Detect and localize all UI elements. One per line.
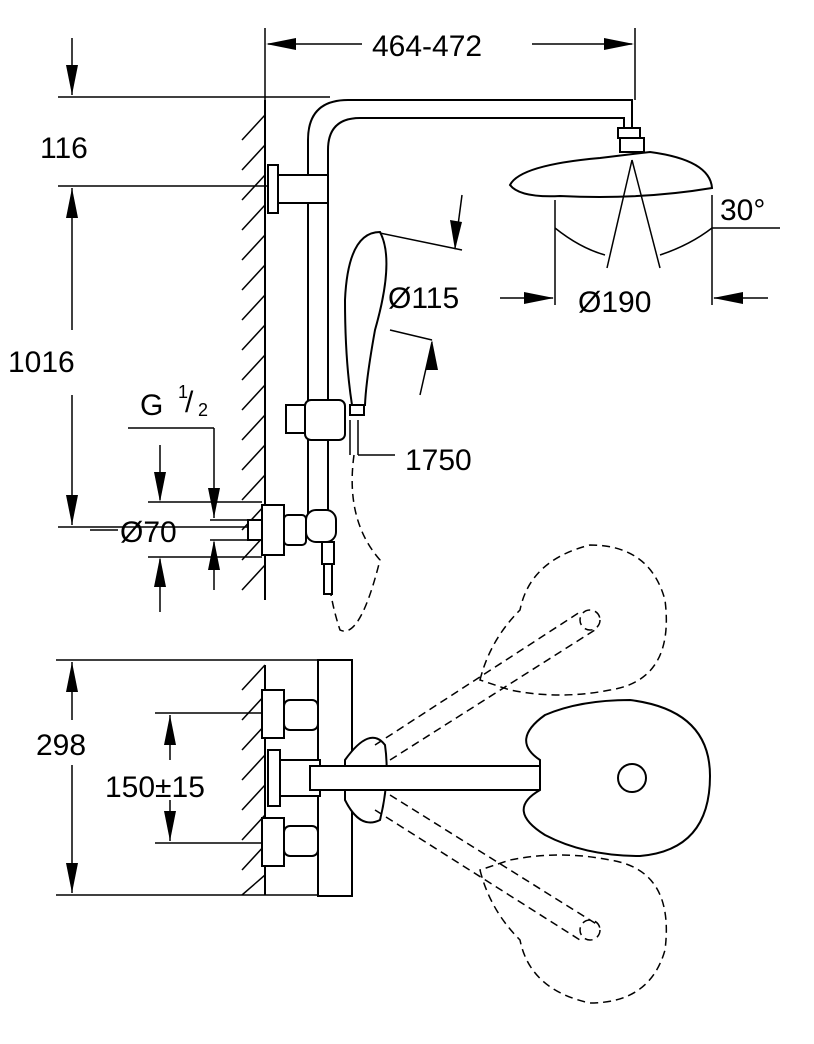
label-escutcheon: Ø70: [120, 516, 177, 549]
label-thread: G: [140, 389, 163, 422]
label-centers: 150±15: [105, 771, 205, 804]
dim-116: 116: [40, 38, 330, 165]
dim-1016: 1016: [8, 185, 272, 528]
thread-slash: /: [185, 386, 194, 419]
head-shower: 30° Ø190: [500, 150, 780, 319]
plan-view: 298 150±15: [36, 544, 712, 1004]
label-head-diameter: Ø190: [578, 286, 651, 319]
shower-rail: [267, 99, 645, 520]
label-thread-den: 2: [198, 400, 208, 420]
label-1016: 1016: [8, 346, 75, 379]
hand-shower: Ø115 1750: [327, 194, 472, 632]
valve-connection: G 1 / 2 Ø70: [90, 382, 337, 612]
label-hose: 1750: [405, 444, 472, 477]
label-thread-num: 1: [178, 382, 188, 402]
dim-arm-length: 464-472: [264, 28, 636, 100]
label-angle: 30°: [720, 194, 765, 227]
label-depth: 298: [36, 729, 86, 762]
label-116: 116: [40, 132, 88, 165]
label-arm-length: 464-472: [372, 30, 482, 63]
label-hand-diameter: Ø115: [388, 282, 459, 315]
